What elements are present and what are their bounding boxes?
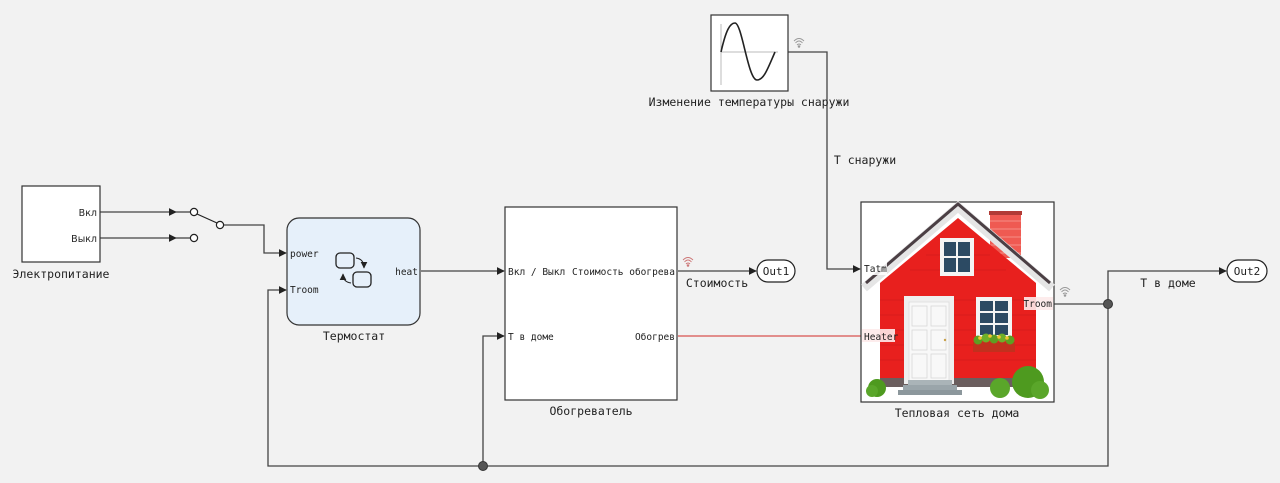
port-tatm: Tatm [864, 264, 887, 275]
outside-temperature-label: Изменение температуры снаружи [649, 95, 850, 109]
heater-label: Обогреватель [549, 404, 632, 418]
house-thermal-label: Тепловая сеть дома [895, 406, 1020, 420]
branch-point [1103, 299, 1113, 309]
port-power: power [290, 249, 319, 260]
house-thermal-block[interactable]: Tatm Heater Troom [860, 201, 1055, 403]
signal-logging-icon[interactable] [682, 257, 694, 267]
out1-label: Out1 [763, 265, 790, 278]
port-cost: Стоимость обогрева [572, 267, 675, 278]
signal-logging-icon[interactable] [1059, 287, 1071, 297]
out1-port[interactable]: Out1 [756, 259, 796, 283]
out2-port[interactable]: Out2 [1226, 259, 1268, 283]
signal-logging-icon[interactable] [793, 38, 805, 48]
house-image-icon [861, 201, 1055, 399]
power-supply-block[interactable]: Вкл Выкл [21, 185, 101, 263]
port-off: Выкл [71, 234, 97, 245]
port-heater: Heater [864, 332, 899, 343]
port-heating: Обогрев [635, 332, 675, 343]
wire-troom-to-out2[interactable] [1107, 267, 1227, 304]
port-room-temp: Т в доме [508, 332, 554, 343]
switch-lever [196, 213, 218, 224]
signal-label-outside: Т снаружи [834, 153, 896, 167]
manual-switch[interactable] [189, 207, 225, 243]
port-troom-out: Troom [1023, 299, 1052, 310]
out2-label: Out2 [1234, 265, 1261, 278]
port-troom: Troom [290, 285, 319, 296]
port-heat: heat [395, 267, 418, 278]
sine-wave-icon [720, 22, 776, 81]
power-supply-label: Электропитание [13, 267, 110, 281]
wire-feedback-to-heater[interactable] [482, 332, 505, 466]
port-on: Вкл [79, 208, 97, 219]
thermostat-block[interactable]: power Troom heat [286, 217, 421, 326]
heater-block[interactable]: Вкл / Выкл Т в доме Стоимость обогрева О… [504, 206, 678, 401]
signal-label-room: Т в доме [1140, 276, 1195, 290]
thermostat-label: Термостат [323, 329, 385, 343]
signal-label-cost: Стоимость [686, 276, 748, 290]
outside-temperature-block[interactable] [710, 14, 789, 92]
wire-feedback-to-thermostat[interactable] [267, 286, 1109, 467]
stateflow-chart-icon [335, 252, 372, 288]
branch-point [478, 461, 488, 471]
wire-outside-to-tatm[interactable] [788, 51, 861, 273]
port-onoff: Вкл / Выкл [508, 267, 565, 278]
wire-switch-to-power[interactable] [224, 224, 287, 257]
